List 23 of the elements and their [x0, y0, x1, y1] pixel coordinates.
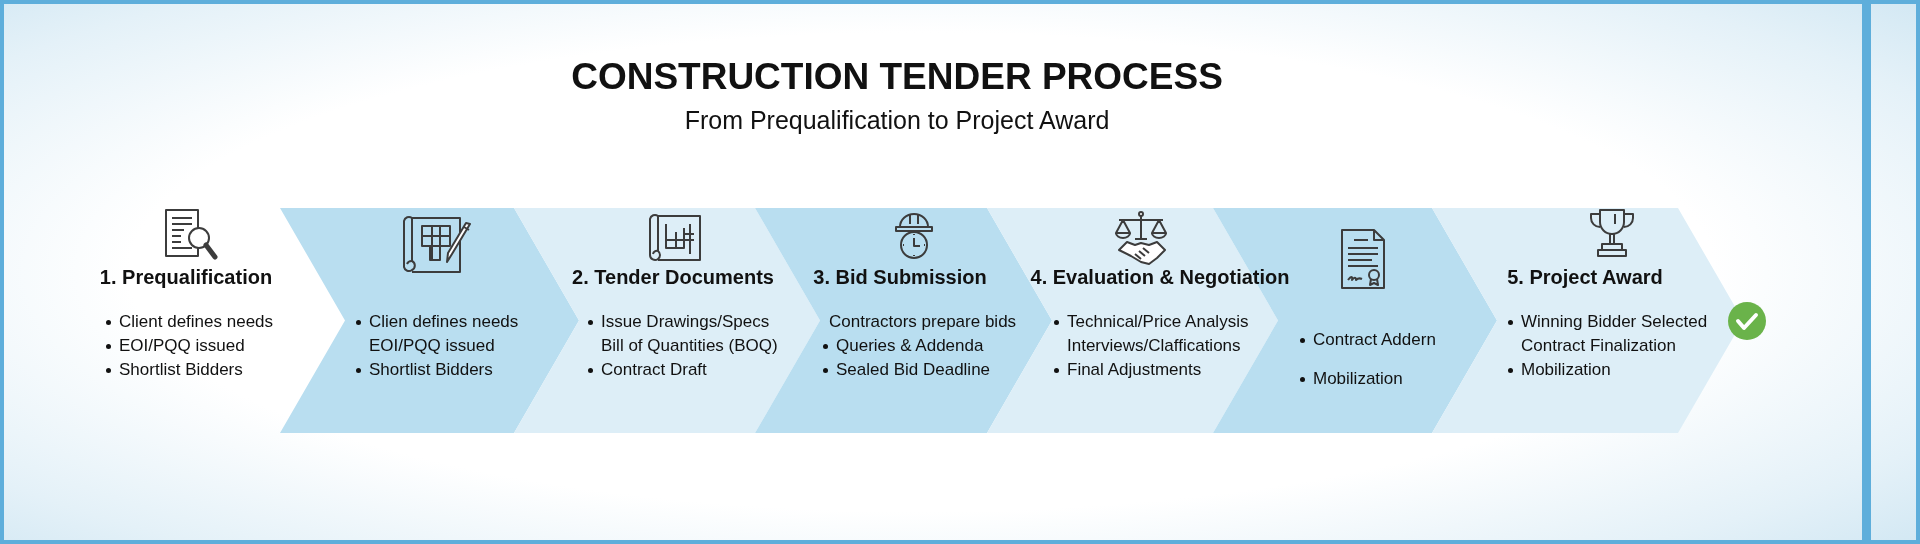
bullet-text: Mobilization [1506, 358, 1611, 382]
bullet-text: Shortlist Bidders [354, 358, 493, 382]
bullet-text: Clien defines needs EOI/PQQ issued [354, 310, 519, 358]
bullet-text: Final Adjustments [1052, 358, 1202, 382]
step-heading: 1. Prequalification [99, 266, 273, 289]
subtitle: From Prequalification to Project Award [684, 106, 1110, 135]
diagram-title: CONSTRUCTION TENDER PROCESS [571, 56, 1223, 98]
bullet-text: Client defines needs [104, 310, 274, 334]
bullet-text: Queries & Addenda [821, 334, 984, 358]
step-heading: 3. Bid Submission [813, 266, 987, 289]
step-heading: 5. Project Award [1507, 266, 1663, 289]
step-heading: 2. Tender Documents [572, 266, 774, 289]
bullet-text: Winning Bidder Selected Contract Finalization [1506, 310, 1708, 358]
step-text: Contractors prepare bids [828, 311, 1017, 333]
bullet-text: Shortlist Bidders [104, 358, 243, 382]
step-heading: 4. Evaluation & Negotiation [1030, 266, 1290, 289]
bullet-text: Mobilization [1298, 367, 1403, 391]
bullet-text: Technical/Price Analysis Interviews/Claffications [1052, 310, 1249, 358]
bullet-text: Contract Draft [586, 358, 707, 382]
bullet-text: EOI/PQQ issued [104, 334, 245, 358]
bullet-text: Contract Addern [1298, 328, 1436, 352]
bullet-text: Issue Drawings/Specs Bill of Quantities (BOQ) [586, 310, 778, 358]
bullet-text: Sealed Bid Deadline [821, 358, 991, 382]
